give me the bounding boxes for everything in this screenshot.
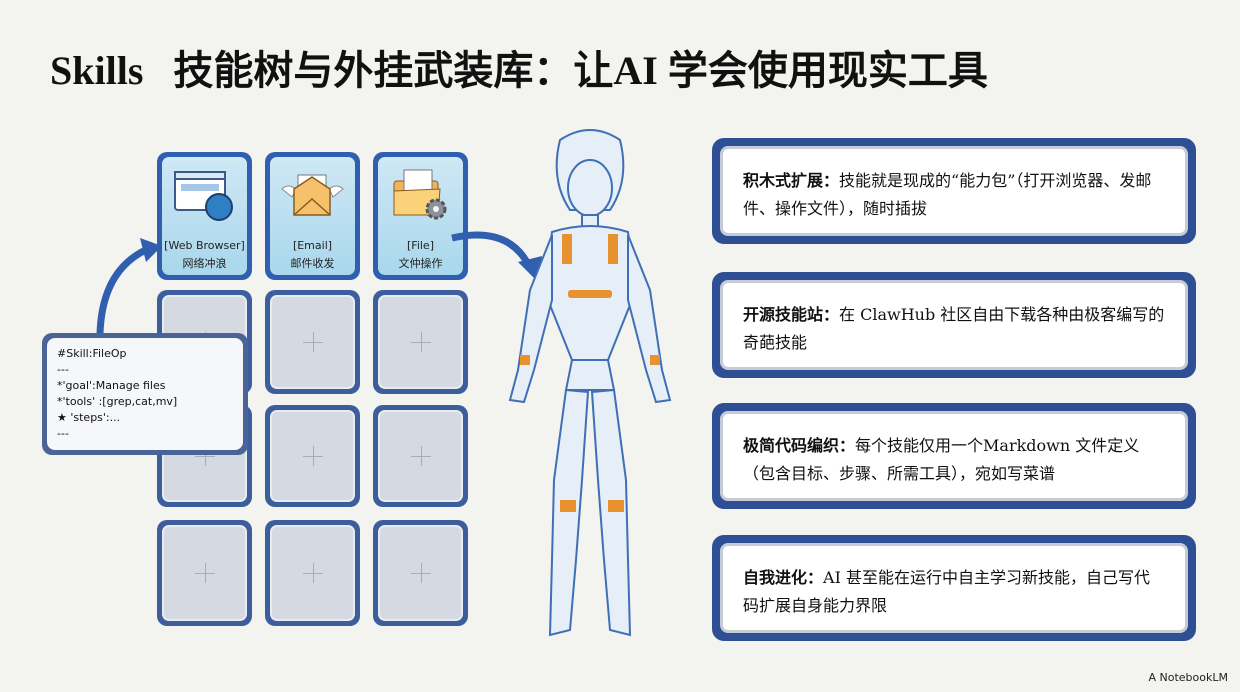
skill-code-card: #Skill:FileOp --- *'goal':Manage files *…	[42, 333, 248, 455]
winged-envelope-icon	[281, 174, 344, 216]
notebooklm-watermark: A NotebookLM	[1148, 671, 1229, 684]
browser-compass-icon	[174, 171, 233, 221]
arrow-curve-right	[451, 231, 534, 270]
skill-label-en: [Web Browser]	[164, 239, 245, 252]
arrow-curve-left	[96, 244, 152, 346]
panel-text: 技能就是现成的“能力包”（打开浏览器、发邮件、操作文件），随时插拔	[743, 171, 1152, 218]
skill-label-zh: 文仲操作	[398, 257, 443, 270]
panel-text: AI 甚至能在运行中自主学习新技能，自己写代码扩展自身能力界限	[743, 568, 1150, 615]
code-line: *'goal':Manage files	[57, 379, 166, 392]
skill-label-en: [Email]	[292, 239, 333, 252]
panel-text: 每个技能仅用一个Markdown 文件定义（包含目标、步骤、所需工具），宛如写菜…	[743, 436, 1140, 483]
empty-skill-slot[interactable]	[265, 290, 360, 394]
title-zh: 技能树与外挂武装库：让AI 学会使用现实工具	[173, 48, 988, 93]
code-line: #Skill:FileOp	[57, 347, 127, 360]
skill-card-email[interactable]: [Email] 邮件收发	[265, 152, 360, 280]
skill-card-web-browser[interactable]: [Web Browser] 网络冲浪	[157, 152, 252, 280]
info-panel-minimal-code: 极简代码编织：每个技能仅用一个Markdown 文件定义（包含目标、步骤、所需工…	[712, 403, 1196, 509]
folder-gear-icon	[393, 169, 447, 220]
empty-skill-slot[interactable]	[265, 405, 360, 507]
code-line: *'tools' :[grep,cat,mv]	[57, 395, 178, 408]
info-panel-self-evolution: 自我进化：AI 甚至能在运行中自主学习新技能，自己写代码扩展自身能力界限	[712, 535, 1196, 641]
panel-heading: 开源技能站：	[743, 305, 840, 324]
panel-heading: 自我进化：	[743, 568, 824, 587]
skill-card-file[interactable]: [File] 文仲操作	[373, 152, 468, 280]
panel-text: 在 ClawHub 社区自由下载各种由极客编写的奇葩技能	[743, 305, 1165, 352]
empty-skill-slot[interactable]	[157, 520, 252, 626]
info-panel-open-skill-hub: 开源技能站：在 ClawHub 社区自由下载各种由极客编写的奇葩技能	[712, 272, 1196, 378]
skill-label-zh: 邮件收发	[290, 257, 335, 270]
empty-skill-slot[interactable]	[265, 520, 360, 626]
code-line: ★ 'steps':...	[57, 411, 121, 424]
skill-label-zh: 网络冲浪	[182, 257, 227, 270]
info-panel-modular-extension: 积木式扩展：技能就是现成的“能力包”（打开浏览器、发邮件、操作文件），随时插拔	[712, 138, 1196, 244]
empty-skill-slot[interactable]	[373, 520, 468, 626]
code-line: ---	[57, 363, 69, 376]
empty-skill-slot[interactable]	[373, 405, 468, 507]
code-line: ---	[57, 427, 69, 440]
page-title: Skills 技能树与外挂武装库：让AI 学会使用现实工具	[50, 38, 988, 96]
title-en: Skills	[50, 48, 144, 93]
skill-label-en: [File]	[407, 239, 434, 252]
android-figure-illustration	[508, 129, 672, 637]
empty-skill-slot[interactable]	[373, 290, 468, 394]
arrow-head-left	[140, 238, 162, 262]
panel-heading: 积木式扩展：	[743, 171, 840, 190]
panel-heading: 极简代码编织：	[743, 436, 856, 455]
